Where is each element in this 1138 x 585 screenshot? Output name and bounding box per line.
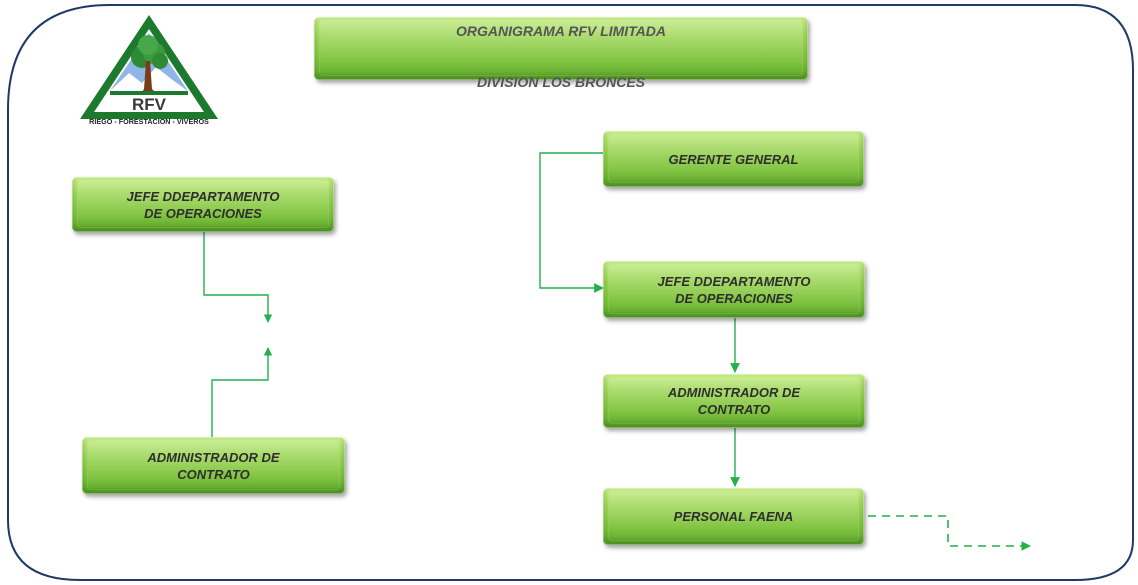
title-line-2: DIVISION LOS BRONCES xyxy=(476,74,645,90)
node-right-jefe: JEFE DDEPARTAMENTO DE OPERACIONES xyxy=(603,261,865,318)
connector-personal-out xyxy=(868,515,1031,551)
node-personal-faena-label: PERSONAL FAENA xyxy=(673,509,794,524)
node-gerente-general-label: GERENTE GENERAL xyxy=(668,151,799,167)
rfv-logo: RFV RIEGO - FORESTACION - VIVEROS xyxy=(74,9,224,127)
node-right-administrador-label: ADMINISTRADOR DE CONTRATO xyxy=(667,385,801,417)
node-gerente-general: GERENTE GENERAL xyxy=(603,131,864,187)
node-left-jefe-label: JEFE DDEPARTAMENTO DE OPERACIONES xyxy=(126,188,280,221)
page-title: ORGANIGRAMA RFV LIMITADA DIVISION LOS BR… xyxy=(314,17,808,90)
logo-name: RFV xyxy=(132,95,167,114)
connector-left-jefe xyxy=(203,231,273,323)
node-left-administrador-label: ADMINISTRADOR DE CONTRATO xyxy=(147,449,280,482)
node-personal-faena: PERSONAL FAENA xyxy=(603,488,864,545)
connector-gerente-jefe xyxy=(539,152,604,293)
logo-tagline: RIEGO - FORESTACION - VIVEROS xyxy=(89,117,209,126)
connector-left-admin xyxy=(211,347,273,438)
title-line-1: ORGANIGRAMA RFV LIMITADA xyxy=(456,23,666,39)
node-right-administrador: ADMINISTRADOR DE CONTRATO xyxy=(603,374,865,428)
node-right-jefe-label: JEFE DDEPARTAMENTO DE OPERACIONES xyxy=(657,273,811,306)
node-left-jefe: JEFE DDEPARTAMENTO DE OPERACIONES xyxy=(72,177,334,232)
node-left-administrador: ADMINISTRADOR DE CONTRATO xyxy=(82,437,345,494)
